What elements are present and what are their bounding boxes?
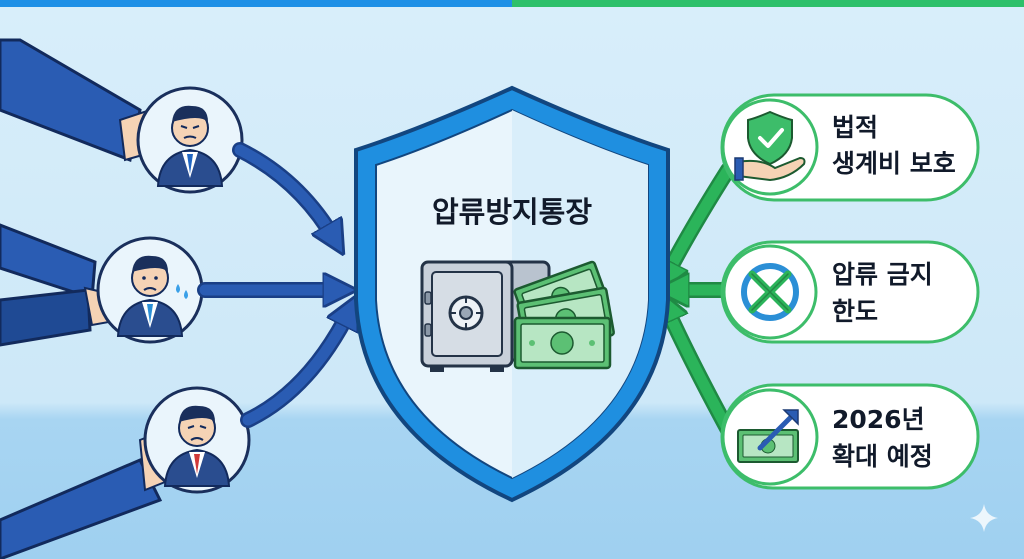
arrow-6 — [665, 305, 734, 436]
benefit-card-2: 압류 금지 한도 — [720, 240, 980, 344]
benefit-card-1: 법적 생계비 보호 — [720, 93, 980, 202]
benefit-1-line-2: 생계비 보호 — [832, 149, 956, 178]
benefit-2-line-2: 한도 — [832, 297, 878, 326]
shield-hand-icon — [734, 110, 806, 182]
sparkle-icon — [970, 504, 998, 532]
arrow-3 — [242, 310, 350, 426]
money-growth-icon — [737, 409, 799, 463]
arrow-1 — [234, 144, 335, 240]
benefit-1-line-1: 법적 — [832, 113, 878, 142]
attack-arrows — [197, 142, 350, 428]
cash-stack-icon — [513, 260, 615, 370]
benefit-card-3: 2026년 확대 예정 — [720, 383, 980, 490]
top-accent-blue — [0, 0, 512, 7]
benefit-arrows — [665, 162, 736, 438]
protection-shield: 압류방지통장 — [354, 85, 670, 503]
top-accent-green — [512, 0, 1024, 7]
creditor-1 — [136, 86, 244, 194]
arrow-4 — [665, 164, 734, 278]
creditor-arms — [0, 38, 172, 559]
seizure-ban-icon — [741, 263, 799, 321]
benefit-2-line-1: 압류 금지 — [832, 260, 933, 289]
benefit-3-line-2: 확대 예정 — [832, 442, 933, 471]
benefit-3-line-1: 2026년 — [832, 405, 925, 434]
shield-title: 압류방지통장 — [432, 195, 592, 229]
sweat-drop-icon — [176, 284, 188, 299]
safe-icon — [420, 260, 551, 372]
creditor-3 — [143, 386, 251, 494]
creditor-2 — [96, 236, 204, 344]
